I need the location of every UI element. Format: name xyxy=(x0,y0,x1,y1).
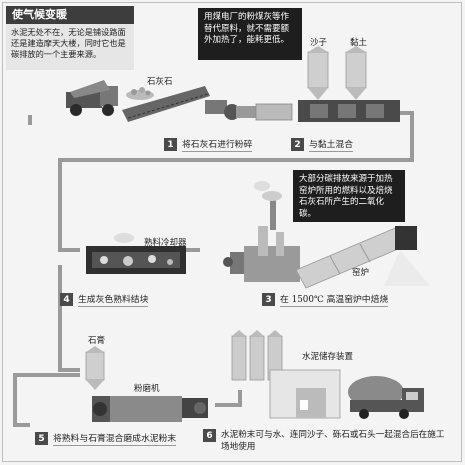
step-3-label: 在 1500℃ 高温窑炉中焙烧 xyxy=(280,292,389,307)
step-2-number: 2 xyxy=(291,138,304,151)
emissions-callout: 大部分碳排放来源于加热窑炉所用的燃料以及焙烧石灰石所产生的二氧化碳。 xyxy=(293,170,405,222)
plant-building-icon xyxy=(244,181,300,282)
label-limestone: 石灰石 xyxy=(147,77,173,87)
page-title: 使气候变暖 xyxy=(6,6,134,24)
cement-storage-icon xyxy=(231,330,341,419)
rotary-kiln-icon xyxy=(295,225,430,289)
intro-text: 水泥无处不在，无论是铺设路面还是建造摩天大楼，同时它也是碳排放的一个主要来源。 xyxy=(6,24,134,70)
step-3-number: 3 xyxy=(262,293,275,306)
step-6-label: 水泥粉末可与水、连同沙子、砾石或石头一起混合后在施工场地使用 xyxy=(221,430,445,452)
label-kiln: 窑炉 xyxy=(352,268,370,278)
label-clay: 黏土 xyxy=(350,38,368,48)
fly-ash-callout: 用煤电厂的粉煤灰等作替代原料，就不需要额外加热了，能耗更低。 xyxy=(198,8,302,60)
pipe-mill-to-storage xyxy=(215,390,242,407)
gypsum-silo-icon xyxy=(85,346,105,390)
mixer-machine-icon xyxy=(255,100,400,122)
label-gypsum: 石膏 xyxy=(88,336,106,346)
label-mill: 粉磨机 xyxy=(134,384,160,394)
cement-mill-icon xyxy=(92,396,208,422)
step-5-number: 5 xyxy=(35,432,48,445)
pipe-return xyxy=(13,373,80,427)
label-sand: 沙子 xyxy=(310,38,328,48)
step-2-label: 与黏土混合 xyxy=(309,137,353,152)
dump-truck-icon xyxy=(66,80,118,116)
step-6-number: 6 xyxy=(203,429,216,442)
pipe-mixer-to-cooler xyxy=(58,111,414,252)
clinker-cooler-icon xyxy=(86,233,244,274)
step-4-number: 4 xyxy=(60,293,73,306)
step-6: 6 水泥粉末可与水、连同沙子、砾石或石头一起混合后在施工场地使用 xyxy=(203,429,453,453)
pipe-cooler-to-mill xyxy=(58,265,80,372)
step-4-label: 生成灰色熟料结块 xyxy=(78,292,149,307)
step-2: 2 与黏土混合 xyxy=(291,137,353,152)
label-clinker-cooler: 熟料冷却器 xyxy=(144,238,187,248)
conveyor-icon xyxy=(122,86,227,122)
crusher-icon xyxy=(224,104,256,120)
limestone-pile-icon xyxy=(126,87,154,100)
step-5-label: 将熟料与石膏混合磨成水泥粉末 xyxy=(53,431,177,446)
step-1: 1 将石灰石进行粉碎 xyxy=(164,137,253,152)
cement-mixer-truck-icon xyxy=(348,376,424,419)
sand-silo-icon xyxy=(307,46,329,100)
label-cement-storage: 水泥储存装置 xyxy=(302,352,354,362)
step-3: 3 在 1500℃ 高温窑炉中焙烧 xyxy=(262,292,389,307)
step-1-number: 1 xyxy=(164,138,177,151)
step-5: 5 将熟料与石膏混合磨成水泥粉末 xyxy=(35,431,177,446)
step-1-label: 将石灰石进行粉碎 xyxy=(182,137,253,152)
clay-silo-icon xyxy=(345,46,367,100)
step-4: 4 生成灰色熟料结块 xyxy=(60,292,149,307)
